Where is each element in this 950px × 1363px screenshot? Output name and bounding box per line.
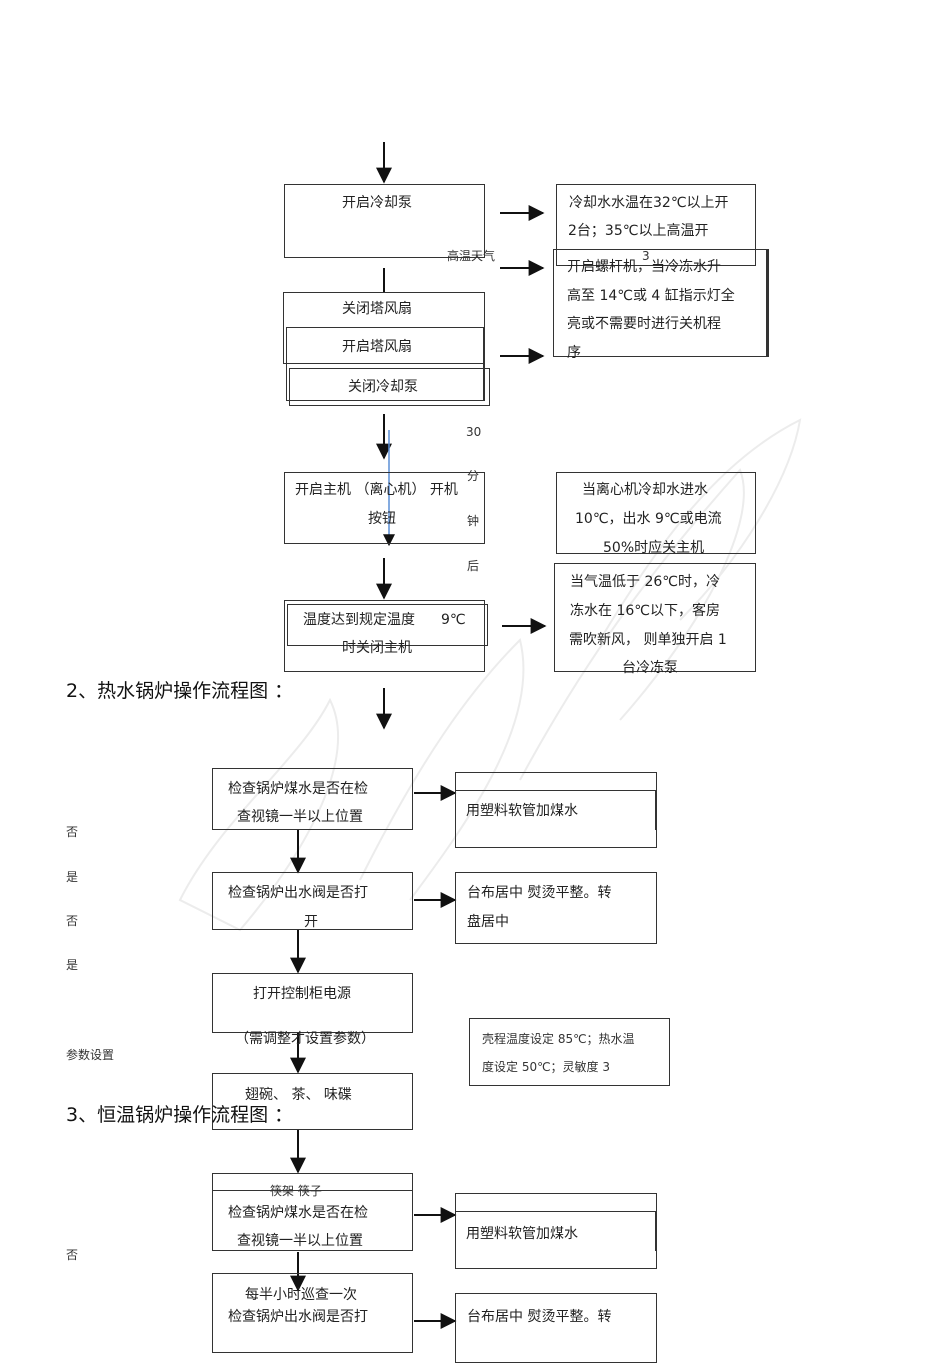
centrifuge-note-line1: 当离心机冷却水进水 — [582, 482, 708, 498]
hot-weather-label: 高温天气 — [447, 249, 496, 263]
label-no-2: 否 — [66, 914, 79, 928]
s3-check-coal-water-box-inner — [212, 1190, 413, 1251]
cooling-water-note-overlap: 3 — [642, 249, 650, 263]
centrifuge-note-line2: 10℃，出水 9℃或电流 — [575, 511, 722, 527]
add-coal-water-label: 用塑料软管加煤水 — [466, 803, 578, 819]
screw-note-line1: 开启螺杆机，当冷冻水升 — [567, 259, 721, 275]
cooling-water-note-box — [556, 184, 756, 266]
start-cooling-pump-box — [284, 184, 485, 258]
wait-30-label: 30 — [466, 425, 482, 439]
screw-note-line2: 高至 14℃或 4 缸指示灯全 — [567, 288, 735, 304]
label-yes-1: 是 — [66, 870, 79, 884]
low-air-temp-line1: 当气温低于 26℃时，冷 — [570, 574, 720, 590]
open-outlet-valve-line1: 台布居中 熨烫平整。转 — [467, 885, 612, 901]
s3-overlap-label-1: 筷架 筷子 — [270, 1184, 322, 1198]
auto-mode-box — [212, 1073, 413, 1130]
add-coal-water-box-inner — [455, 790, 657, 830]
screw-machine-note-box — [553, 249, 769, 357]
params-label: 参数设置 — [66, 1048, 115, 1062]
open-tower-fan-label: 开启塔风扇 — [342, 339, 412, 355]
params-note-line1: 壳程温度设定 85℃；热水温 — [482, 1032, 635, 1046]
start-cooling-pump-label: 开启冷却泵 — [342, 195, 412, 211]
start-main-unit-line2: 按钮 — [368, 511, 396, 527]
check-coal-water-line1: 检查锅炉煤水是否在检 — [228, 781, 368, 797]
s3-add-coal-water-box-inner — [455, 1211, 657, 1251]
check-outlet-valve-line1: 检查锅炉出水阀是否打 — [228, 885, 368, 901]
s3-check-outlet-valve-line1: 检查锅炉出水阀是否打 — [228, 1309, 368, 1325]
params-note-box — [469, 1018, 670, 1086]
low-air-temp-line2: 冻水在 16℃以下，客房 — [570, 603, 720, 619]
params-note-line2: 度设定 50℃；灵敏度 3 — [482, 1060, 611, 1074]
centrifuge-note-box — [556, 472, 756, 554]
check-coal-water-line2: 查视镜一半以上位置 — [237, 809, 363, 825]
cooling-water-note-line2: 2台；35℃以上高温开 — [568, 223, 709, 239]
label-no-1: 否 — [66, 825, 79, 839]
s3-label-no: 否 — [66, 1248, 79, 1262]
auto-mode-label: 翅碗、 茶、 味碟 — [245, 1087, 352, 1103]
fan-control-box-shadow — [286, 327, 485, 401]
open-outlet-valve-box — [455, 872, 657, 944]
low-air-temp-line4: 台冷冻泵 — [622, 660, 678, 676]
s3-check-coal-water-line1: 检查锅炉煤水是否在检 — [228, 1205, 368, 1221]
start-main-unit-line1: 开启主机 （离心机） 开机 — [295, 482, 458, 498]
wait-hou-label: 后 — [467, 559, 480, 573]
temp-reached-line2: 时关闭主机 — [342, 640, 412, 656]
screw-note-line4: 序 — [567, 345, 581, 361]
low-air-temp-note-box — [554, 563, 756, 672]
close-tower-fan-label: 关闭塔风扇 — [342, 301, 412, 317]
s3-add-coal-water-label: 用塑料软管加煤水 — [466, 1226, 578, 1242]
check-outlet-valve-line2: 开 — [304, 914, 318, 930]
temp-reached-box-inner — [287, 604, 488, 646]
temp-reached-value: 9℃ — [441, 612, 466, 628]
section2-heading: 2、热水锅炉操作流程图 ： — [66, 680, 294, 702]
section3-heading: 3、恒温锅炉操作流程图 ： — [66, 1104, 294, 1126]
control-power-note: （需调整才设置参数） — [235, 1031, 375, 1047]
close-cooling-pump-box — [289, 368, 490, 406]
start-main-unit-box — [284, 472, 485, 544]
temp-reached-line1: 温度达到规定温度 — [303, 612, 415, 628]
low-air-temp-line3: 需吹新风， 则单独开启 1 — [569, 632, 727, 648]
wait-zhong-label: 钟 — [467, 514, 480, 528]
centrifuge-note-line3: 50%时应关主机 — [603, 540, 705, 556]
check-coal-water-box — [212, 768, 413, 830]
s3-half-hour-label: 每半小时巡查一次 — [245, 1287, 357, 1303]
close-cooling-pump-label: 关闭冷却泵 — [348, 379, 418, 395]
cooling-water-note-line1: 冷却水水温在32℃以上开 — [569, 195, 729, 211]
open-outlet-valve-line2: 盘居中 — [467, 914, 509, 930]
control-power-label: 打开控制柜电源 — [253, 986, 351, 1002]
label-yes-2: 是 — [66, 958, 79, 972]
s3-check-coal-water-line2: 查视镜一半以上位置 — [237, 1233, 363, 1249]
control-power-box — [212, 973, 413, 1033]
screw-note-line3: 亮或不需要时进行关机程 — [567, 316, 721, 332]
check-outlet-valve-box — [212, 872, 413, 930]
s3-open-outlet-valve-line1: 台布居中 熨烫平整。转 — [467, 1309, 612, 1325]
temp-reached-box — [284, 600, 485, 672]
